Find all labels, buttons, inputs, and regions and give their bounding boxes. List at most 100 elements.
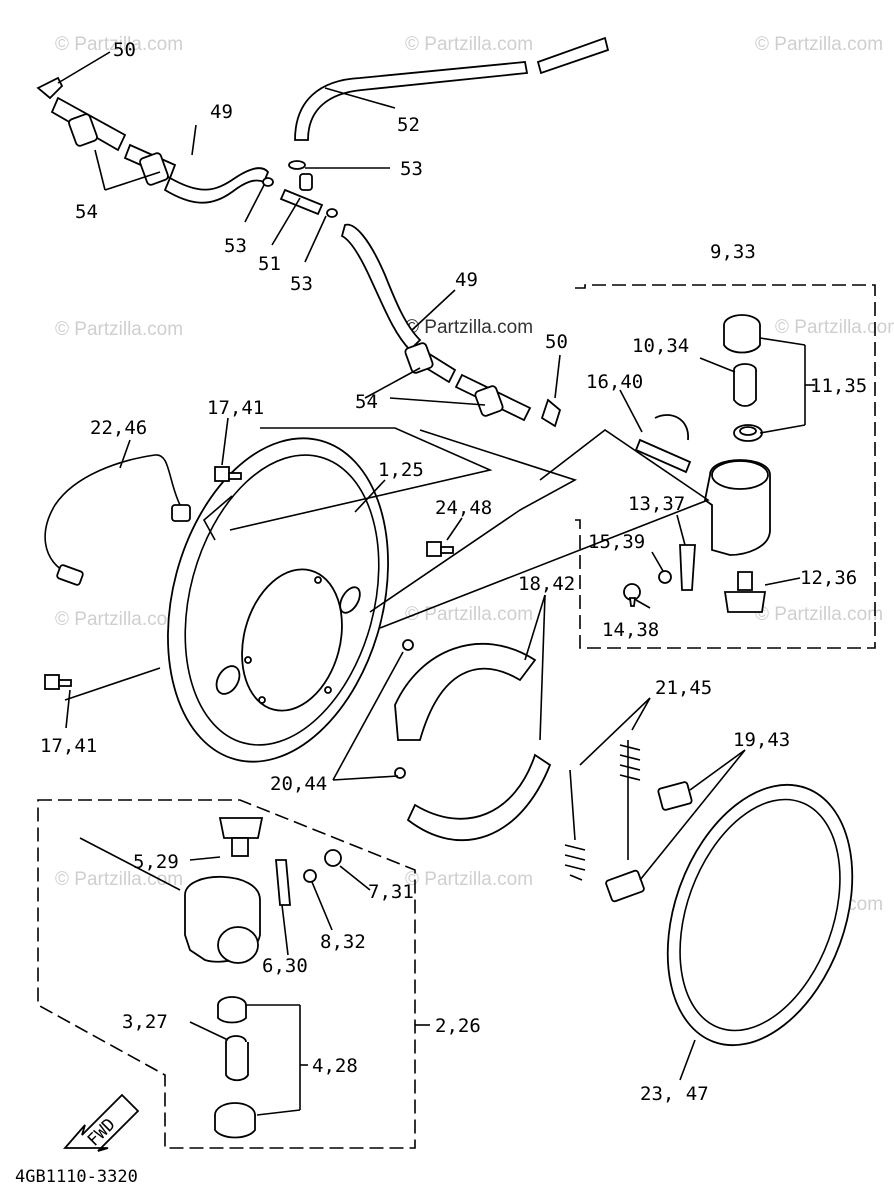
brake-backing-plate — [167, 437, 389, 763]
brake-drum-outer-icon — [666, 783, 854, 1047]
bolt-icon — [44, 674, 60, 690]
callout-label: 17,41 — [40, 735, 97, 757]
watermark: © Partzilla.com — [775, 317, 894, 338]
shoe-pin-icon — [402, 639, 414, 651]
brake-hose-icon — [340, 223, 422, 352]
bracket-plate-icon — [275, 859, 291, 906]
wheel-cylinder-group-right — [575, 284, 876, 649]
callout-label: 11,35 — [810, 375, 867, 397]
hose-joint-icon — [68, 113, 98, 147]
breather-hose-icon — [536, 36, 610, 75]
callout-labels: 50 49 52 53 54 53 51 53 49 9,33 50 10,34… — [40, 39, 867, 1105]
callout-label: 52 — [397, 114, 420, 136]
piston-icon — [733, 370, 757, 407]
bolt-hole-icon — [258, 696, 266, 704]
callout-label: 5,29 — [133, 851, 179, 873]
callout-label: 23, 47 — [640, 1083, 709, 1105]
watermark: © Partzilla.com — [755, 604, 883, 625]
bolt-icon — [228, 472, 242, 480]
watermark: © Partzilla.com — [405, 34, 533, 55]
bolt-icon — [440, 546, 454, 554]
adjuster-wheel-icon — [218, 817, 264, 839]
callout-label: 54 — [75, 201, 98, 223]
callout-label: 50 — [545, 331, 568, 353]
return-spring-icon — [619, 740, 641, 860]
hose-joint-icon — [404, 342, 434, 374]
piston-cup-icon — [723, 325, 761, 354]
callout-label: 53 — [400, 158, 423, 180]
hose-clip-icon — [36, 76, 64, 100]
wheel-cylinder-group-left — [37, 799, 416, 1149]
callout-label: 53 — [224, 235, 247, 257]
brake-shoe-icon — [406, 753, 552, 842]
callout-label: 51 — [258, 253, 281, 275]
watermark: © Partzilla.com — [55, 34, 183, 55]
watermark: © Partzilla.com — [405, 869, 533, 890]
callout-label: 50 — [113, 39, 136, 61]
callout-label: 54 — [355, 391, 378, 413]
callout-label: 2,26 — [435, 1015, 481, 1037]
hose-clamp-icon — [326, 208, 338, 218]
callout-label: 15,39 — [588, 531, 645, 553]
hose-joint-icon — [139, 152, 169, 186]
return-spring-icon — [564, 769, 586, 881]
callout-label: 6,30 — [262, 955, 308, 977]
callout-label: 49 — [210, 101, 233, 123]
brake-hose-icon — [163, 167, 270, 204]
callout-label: 22,46 — [90, 417, 147, 439]
hose-clamp-icon — [262, 177, 274, 187]
callout-label: 53 — [290, 273, 313, 295]
watermark: © Partzilla.com — [55, 319, 183, 340]
callout-label: 9,33 — [710, 241, 756, 263]
callout-label: 19,43 — [733, 729, 790, 751]
leader-lines — [57, 51, 815, 1116]
shoe-adjuster-icon — [657, 781, 693, 811]
bolt-icon — [58, 679, 72, 687]
callout-label: 49 — [455, 269, 478, 291]
bolt-hole-icon — [314, 576, 322, 584]
wheel-cylinder-bore-icon — [711, 460, 769, 490]
callout-label: 24,48 — [435, 497, 492, 519]
callout-label: 10,34 — [632, 335, 689, 357]
backing-plate-rim-icon — [184, 454, 380, 746]
callout-label: 21,45 — [655, 677, 712, 699]
backing-plate-slot-icon — [215, 665, 241, 695]
piston-icon — [225, 1042, 249, 1082]
callout-label: 16,40 — [586, 371, 643, 393]
wheel-cylinder-bore-icon — [217, 926, 259, 964]
seal-ring-icon — [217, 1005, 247, 1024]
callout-label: 14,38 — [602, 619, 659, 641]
hose-joint-icon — [299, 173, 313, 191]
hose-fitting-icon — [171, 504, 191, 522]
hose-joint-icon — [279, 188, 324, 216]
callout-label: 8,32 — [320, 931, 366, 953]
brake-hose-assembly — [36, 36, 610, 428]
watermark: © Partzilla.com — [55, 609, 183, 630]
shoe-adjuster-icon — [605, 869, 645, 903]
breather-hose-icon — [294, 61, 529, 141]
forward-arrow-icon: FWD — [63, 1093, 140, 1152]
group-outline — [37, 799, 416, 1149]
bleeder-cap-icon — [654, 414, 689, 441]
bracket-plate-icon — [679, 544, 696, 591]
bleeder-screw-icon — [634, 438, 692, 474]
piston-cup-icon — [214, 1115, 256, 1139]
backing-plate-slot-icon — [339, 586, 361, 614]
part-code: 4GB1110-3320 — [15, 1167, 138, 1187]
bolt-icon — [214, 466, 230, 482]
lock-washer-icon — [303, 869, 317, 883]
lock-washer-icon — [658, 570, 672, 584]
hose-clip-icon — [540, 398, 562, 428]
watermark: © Partzilla.com — [405, 604, 533, 625]
adjuster-wheel-icon — [723, 591, 767, 613]
callout-label: 1,25 — [378, 459, 424, 481]
callout-label: 12,36 — [800, 567, 857, 589]
hose-fitting-icon — [56, 564, 84, 586]
callout-label: 18,42 — [518, 573, 575, 595]
callout-label: 4,28 — [312, 1055, 358, 1077]
brake-drum — [666, 783, 854, 1047]
bolt-icon — [426, 541, 442, 557]
adjuster-icon — [231, 837, 249, 857]
bolt-hole-icon — [324, 686, 332, 694]
